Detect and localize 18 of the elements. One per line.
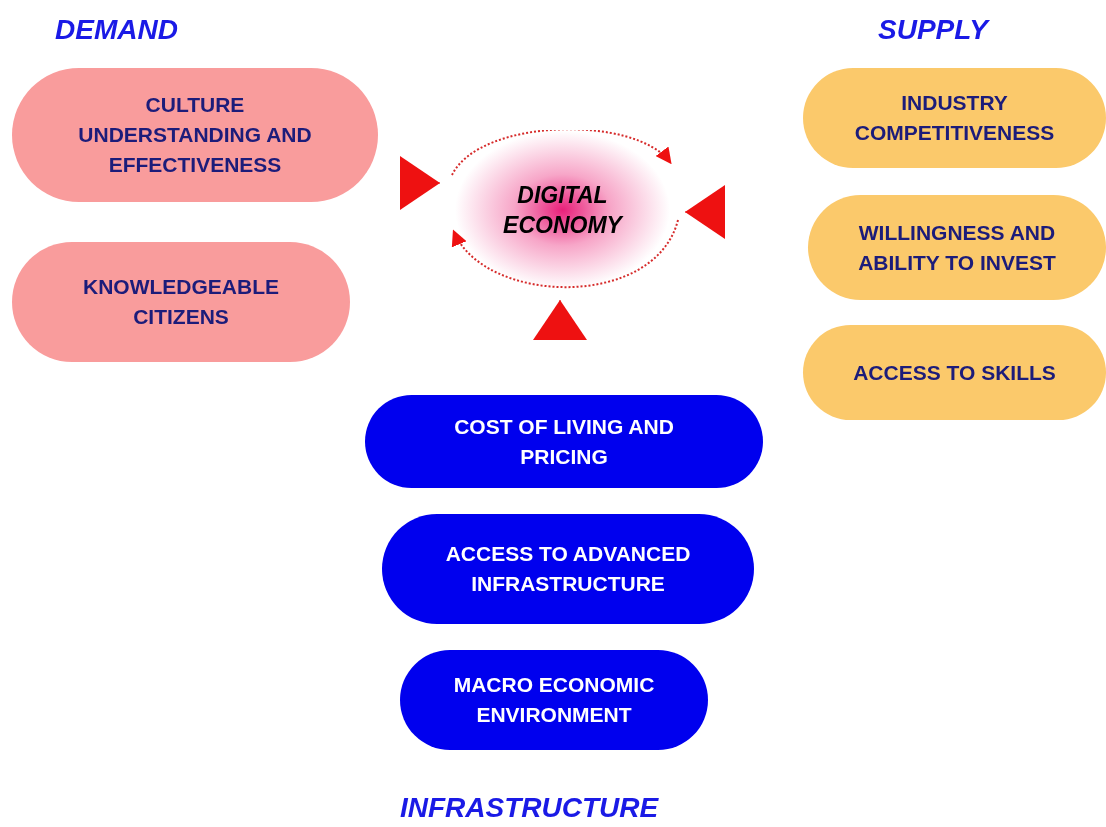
group-heading: SUPPLY xyxy=(878,13,988,47)
chevron-arrow xyxy=(533,299,587,341)
group-heading: INFRASTRUCTURE xyxy=(400,791,659,825)
supply-factor-pill xyxy=(803,325,1106,420)
factor-text: INDUSTRY COMPETITIVENESS xyxy=(853,90,1056,146)
group-heading: DEMAND xyxy=(55,13,178,47)
chevron-arrow xyxy=(399,156,441,210)
factor-text: KNOWLEDGEABLE CITIZENS xyxy=(82,274,280,330)
chevron-arrow xyxy=(684,185,726,239)
factor-text: ACCESS TO SKILLS xyxy=(852,359,1057,386)
hub-title: DIGITAL ECONOMY xyxy=(502,181,625,240)
factor-text: ACCESS TO ADVANCED INFRASTRUCTURE xyxy=(444,541,692,597)
factor-text: CULTURE UNDERSTANDING AND EFFECTIVENESS xyxy=(77,92,313,178)
factor-text: MACRO ECONOMIC ENVIRONMENT xyxy=(452,672,656,728)
factor-text: WILLINGNESS AND ABILITY TO INVEST xyxy=(857,219,1057,276)
supply-factor-pill xyxy=(808,195,1106,300)
supply-factor-pill xyxy=(803,68,1106,168)
factor-text: COST OF LIVING AND PRICING xyxy=(453,413,675,470)
